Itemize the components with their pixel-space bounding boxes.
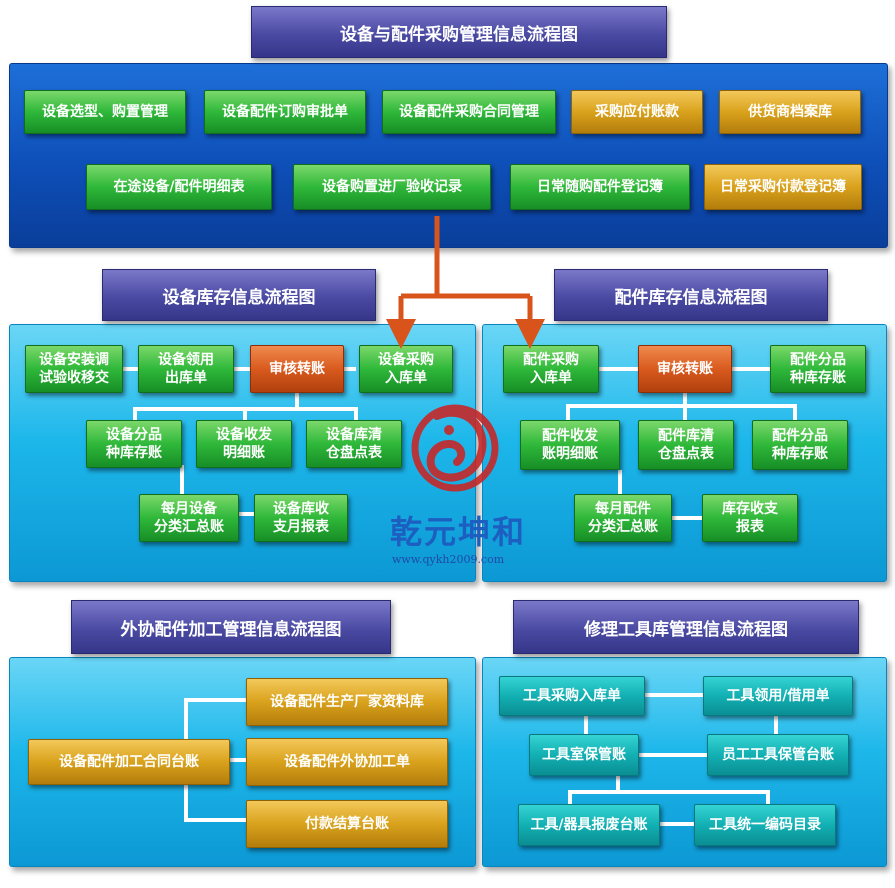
box-manufacturer-database[interactable]: 设备配件生产厂家资料库 bbox=[246, 678, 448, 726]
connector bbox=[618, 470, 622, 494]
box-parts-order-approval[interactable]: 设备配件订购审批单 bbox=[204, 90, 366, 134]
box-audit-transfer-equipment[interactable]: 审核转账 bbox=[250, 345, 344, 393]
connector bbox=[180, 465, 184, 495]
box-monthly-equipment-summary[interactable]: 每月设备 分类汇总账 bbox=[139, 494, 239, 542]
box-tool-scrap-ledger[interactable]: 工具/器具报废台账 bbox=[518, 804, 660, 846]
connector bbox=[226, 758, 246, 762]
connector bbox=[668, 516, 704, 520]
box-parts-stocktake[interactable]: 配件库清 仓盘点表 bbox=[638, 420, 734, 470]
connector bbox=[354, 407, 358, 421]
logo-name: 乾元坤和 bbox=[390, 513, 527, 551]
connector bbox=[658, 822, 694, 826]
box-tool-code-directory[interactable]: 工具统一编码目录 bbox=[694, 804, 836, 846]
box-parts-io-detail[interactable]: 配件收发 账明细账 bbox=[520, 420, 620, 470]
arrow-to-stock-panels bbox=[386, 216, 545, 349]
connector bbox=[584, 713, 588, 735]
box-parts-stock-ledger[interactable]: 配件分品 种库存账 bbox=[770, 345, 866, 393]
box-equipment-purchase-inbound[interactable]: 设备采购 入库单 bbox=[359, 345, 453, 393]
box-in-transit-list[interactable]: 在途设备/配件明细表 bbox=[86, 164, 272, 210]
connector bbox=[643, 693, 703, 697]
box-accounts-payable[interactable]: 采购应付账款 bbox=[571, 90, 703, 134]
box-processing-contract-ledger[interactable]: 设备配件加工合同台账 bbox=[28, 739, 230, 785]
connector bbox=[566, 404, 570, 420]
box-audit-transfer-parts[interactable]: 审核转账 bbox=[638, 345, 732, 393]
box-outsource-order[interactable]: 设备配件外协加工单 bbox=[246, 738, 448, 786]
box-tool-room-ledger[interactable]: 工具室保管账 bbox=[529, 734, 639, 776]
box-equipment-stocktake[interactable]: 设备库清 仓盘点表 bbox=[306, 420, 402, 468]
connector bbox=[774, 713, 778, 735]
box-employee-tool-ledger[interactable]: 员工工具保管台账 bbox=[707, 734, 849, 776]
parts-stock-title: 配件库存信息流程图 bbox=[554, 269, 828, 321]
box-equipment-selection[interactable]: 设备选型、购置管理 bbox=[24, 90, 186, 134]
box-parts-purchase-inbound[interactable]: 配件采购 入库单 bbox=[503, 345, 599, 393]
logo-url: www.qykh2009.com bbox=[392, 553, 505, 566]
connector bbox=[683, 391, 687, 420]
box-acceptance-record[interactable]: 设备购置进厂验收记录 bbox=[293, 164, 491, 210]
equipment-stock-title: 设备库存信息流程图 bbox=[102, 269, 376, 321]
box-supplier-archive[interactable]: 供货商档案库 bbox=[719, 90, 861, 134]
connector bbox=[184, 818, 246, 822]
purchase-title: 设备与配件采购管理信息流程图 bbox=[251, 6, 667, 58]
connector bbox=[566, 404, 796, 408]
box-tool-purchase-inbound[interactable]: 工具采购入库单 bbox=[499, 676, 645, 716]
connector bbox=[236, 512, 256, 516]
connector bbox=[616, 774, 620, 792]
box-equipment-issue[interactable]: 设备领用 出库单 bbox=[138, 345, 234, 393]
box-equipment-io-detail[interactable]: 设备收发 明细账 bbox=[196, 420, 292, 468]
connector bbox=[568, 790, 770, 794]
box-install-acceptance[interactable]: 设备安装调 试验收移交 bbox=[25, 345, 123, 393]
connector bbox=[133, 407, 137, 421]
box-monthly-parts-summary[interactable]: 每月配件 分类汇总账 bbox=[574, 494, 672, 542]
connector bbox=[568, 790, 572, 804]
box-payment-settlement[interactable]: 付款结算台账 bbox=[246, 800, 448, 848]
box-equipment-stock-ledger[interactable]: 设备分品 种库存账 bbox=[86, 420, 182, 468]
box-tool-borrow[interactable]: 工具领用/借用单 bbox=[703, 676, 853, 716]
connector bbox=[766, 790, 770, 804]
connector bbox=[793, 404, 797, 420]
box-parts-variety-ledger[interactable]: 配件分品 种库存账 bbox=[752, 420, 848, 470]
connector bbox=[295, 392, 299, 410]
box-daily-parts-register[interactable]: 日常随购配件登记簿 bbox=[510, 164, 690, 210]
box-equipment-monthly-report[interactable]: 设备库收 支月报表 bbox=[254, 494, 348, 542]
connector bbox=[637, 753, 707, 757]
connector bbox=[184, 698, 246, 702]
connector bbox=[116, 367, 356, 371]
outsource-title: 外协配件加工管理信息流程图 bbox=[71, 600, 391, 654]
box-parts-purchase-contract[interactable]: 设备配件采购合同管理 bbox=[382, 90, 556, 134]
connector bbox=[243, 407, 247, 421]
tools-title: 修理工具库管理信息流程图 bbox=[513, 600, 859, 654]
box-stock-io-report[interactable]: 库存收支 报表 bbox=[702, 494, 798, 542]
box-daily-payment-register[interactable]: 日常采购付款登记簿 bbox=[704, 164, 862, 210]
